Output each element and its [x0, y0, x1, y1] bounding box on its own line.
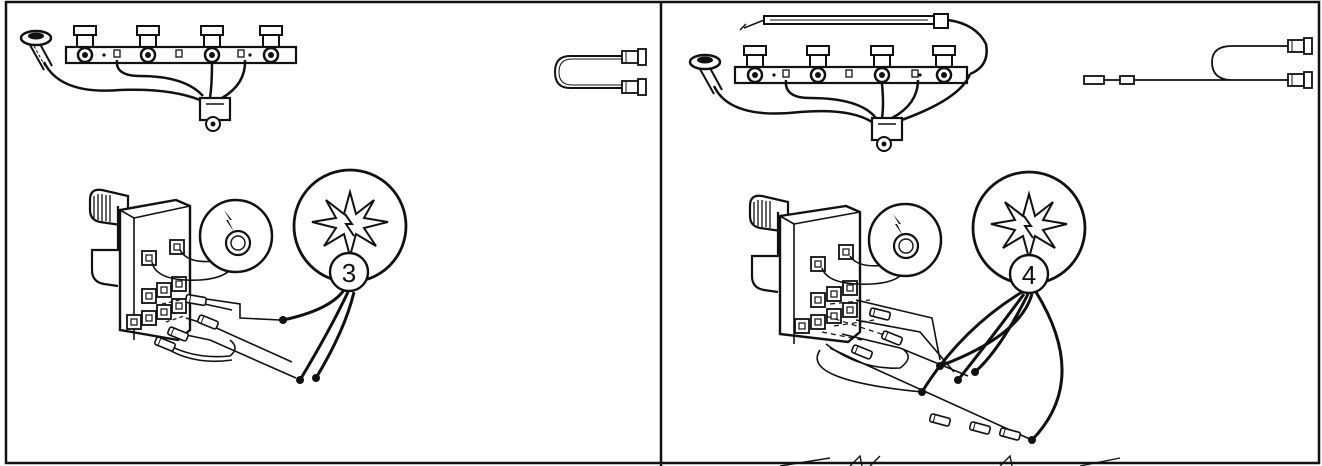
outer-frame	[4, 0, 1321, 465]
burner-manifold-right	[733, 45, 969, 85]
wire-harness-long	[1083, 37, 1313, 89]
step-number: 3	[342, 258, 356, 288]
step-number-callout: 3	[328, 251, 370, 293]
burner-manifold	[64, 25, 298, 65]
manifold-wiring	[42, 59, 247, 102]
step-number-callout-right: 4	[1008, 253, 1050, 295]
manifold-wiring-right	[712, 73, 972, 124]
wire-harness-loop	[553, 48, 647, 96]
left-panel: 3	[19, 25, 647, 384]
spark-callout-large-right	[971, 170, 1087, 286]
step-number: 4	[1022, 260, 1036, 290]
side-burner-right	[688, 53, 723, 95]
cropped-lines	[779, 454, 1121, 466]
side-burner	[19, 29, 53, 71]
spark-lead-wires	[282, 289, 356, 381]
module-leads-right	[816, 255, 1033, 441]
right-panel: 4	[688, 13, 1313, 444]
spark-module-body	[88, 188, 192, 342]
spark-module-body-right	[748, 194, 862, 344]
spark-callout-large	[292, 168, 408, 284]
igniter-callout-small	[198, 198, 274, 274]
igniter-callout-small-right	[867, 202, 943, 278]
spark-lead-wires-right	[920, 290, 1064, 442]
ignition-module-small	[198, 96, 232, 132]
ignition-module-small-right	[870, 116, 904, 152]
crossover-rod	[739, 13, 988, 76]
